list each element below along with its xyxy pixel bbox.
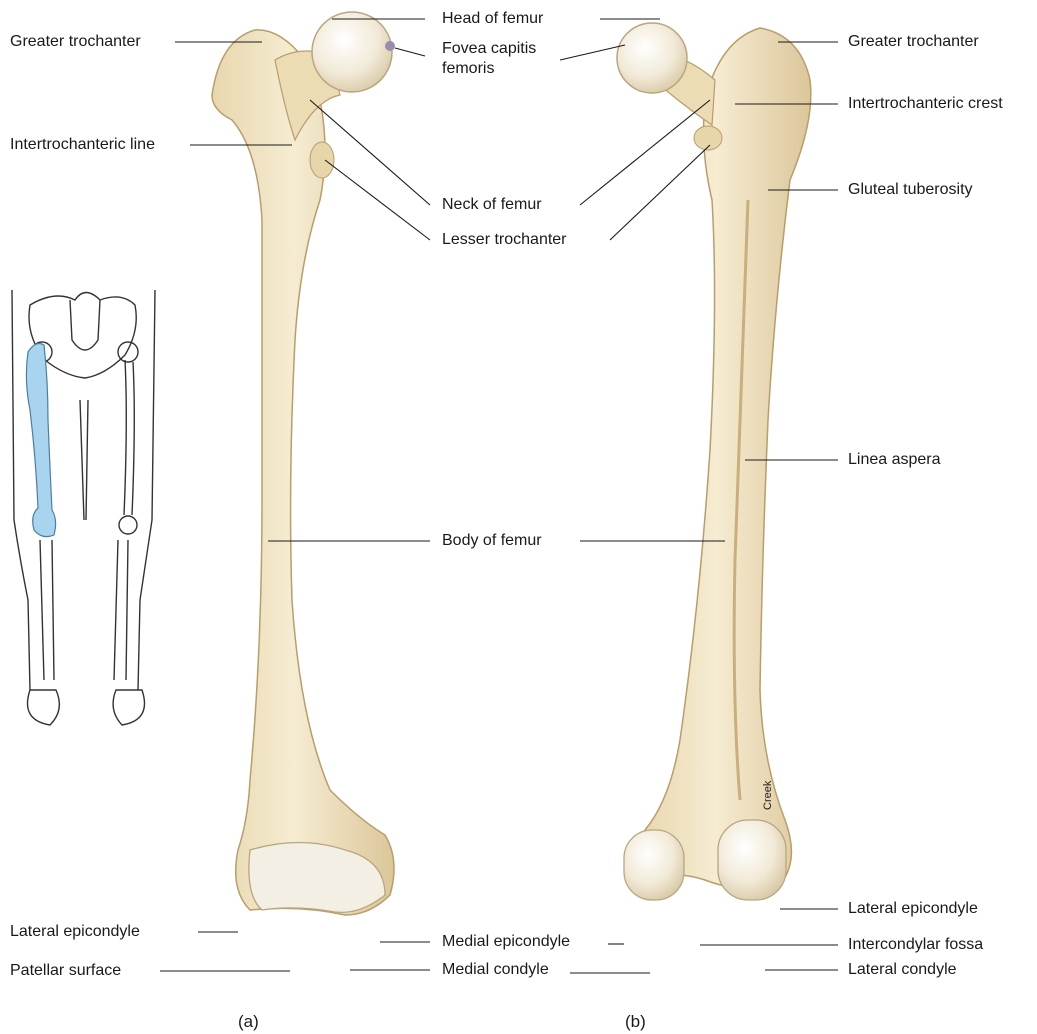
label-lateral-epicondyle-a: Lateral epicondyle (10, 923, 140, 941)
label-head-of-femur: Head of femur (442, 10, 543, 28)
label-lesser-trochanter: Lesser trochanter (442, 231, 567, 249)
highlighted-femur (26, 344, 55, 537)
label-intertrochanteric-line: Intertrochanteric line (10, 136, 155, 154)
label-intercondylar-fossa: Intercondylar fossa (848, 936, 983, 954)
label-greater-trochanter-b: Greater trochanter (848, 33, 979, 51)
label-medial-condyle: Medial condyle (442, 961, 549, 979)
label-lateral-epicondyle-b: Lateral epicondyle (848, 900, 978, 918)
label-lateral-condyle: Lateral condyle (848, 961, 957, 979)
panel-label-b: (b) (625, 1012, 646, 1032)
label-intertrochanteric-crest: Intertrochanteric crest (848, 95, 1003, 113)
label-fovea-capitis-line1: Fovea capitis (442, 40, 536, 58)
artist-signature: Creek (762, 781, 774, 810)
label-gluteal-tuberosity: Gluteal tuberosity (848, 181, 973, 199)
label-patellar-surface: Patellar surface (10, 962, 121, 980)
femur-posterior (617, 23, 811, 900)
label-neck-of-femur: Neck of femur (442, 196, 542, 214)
panel-label-a: (a) (238, 1012, 259, 1032)
label-body-of-femur: Body of femur (442, 532, 542, 550)
label-greater-trochanter-a: Greater trochanter (10, 33, 141, 51)
label-fovea-capitis-line2: femoris (442, 60, 494, 78)
label-linea-aspera: Linea aspera (848, 451, 941, 469)
femur-anterior (212, 12, 395, 915)
label-medial-epicondyle: Medial epicondyle (442, 933, 570, 951)
